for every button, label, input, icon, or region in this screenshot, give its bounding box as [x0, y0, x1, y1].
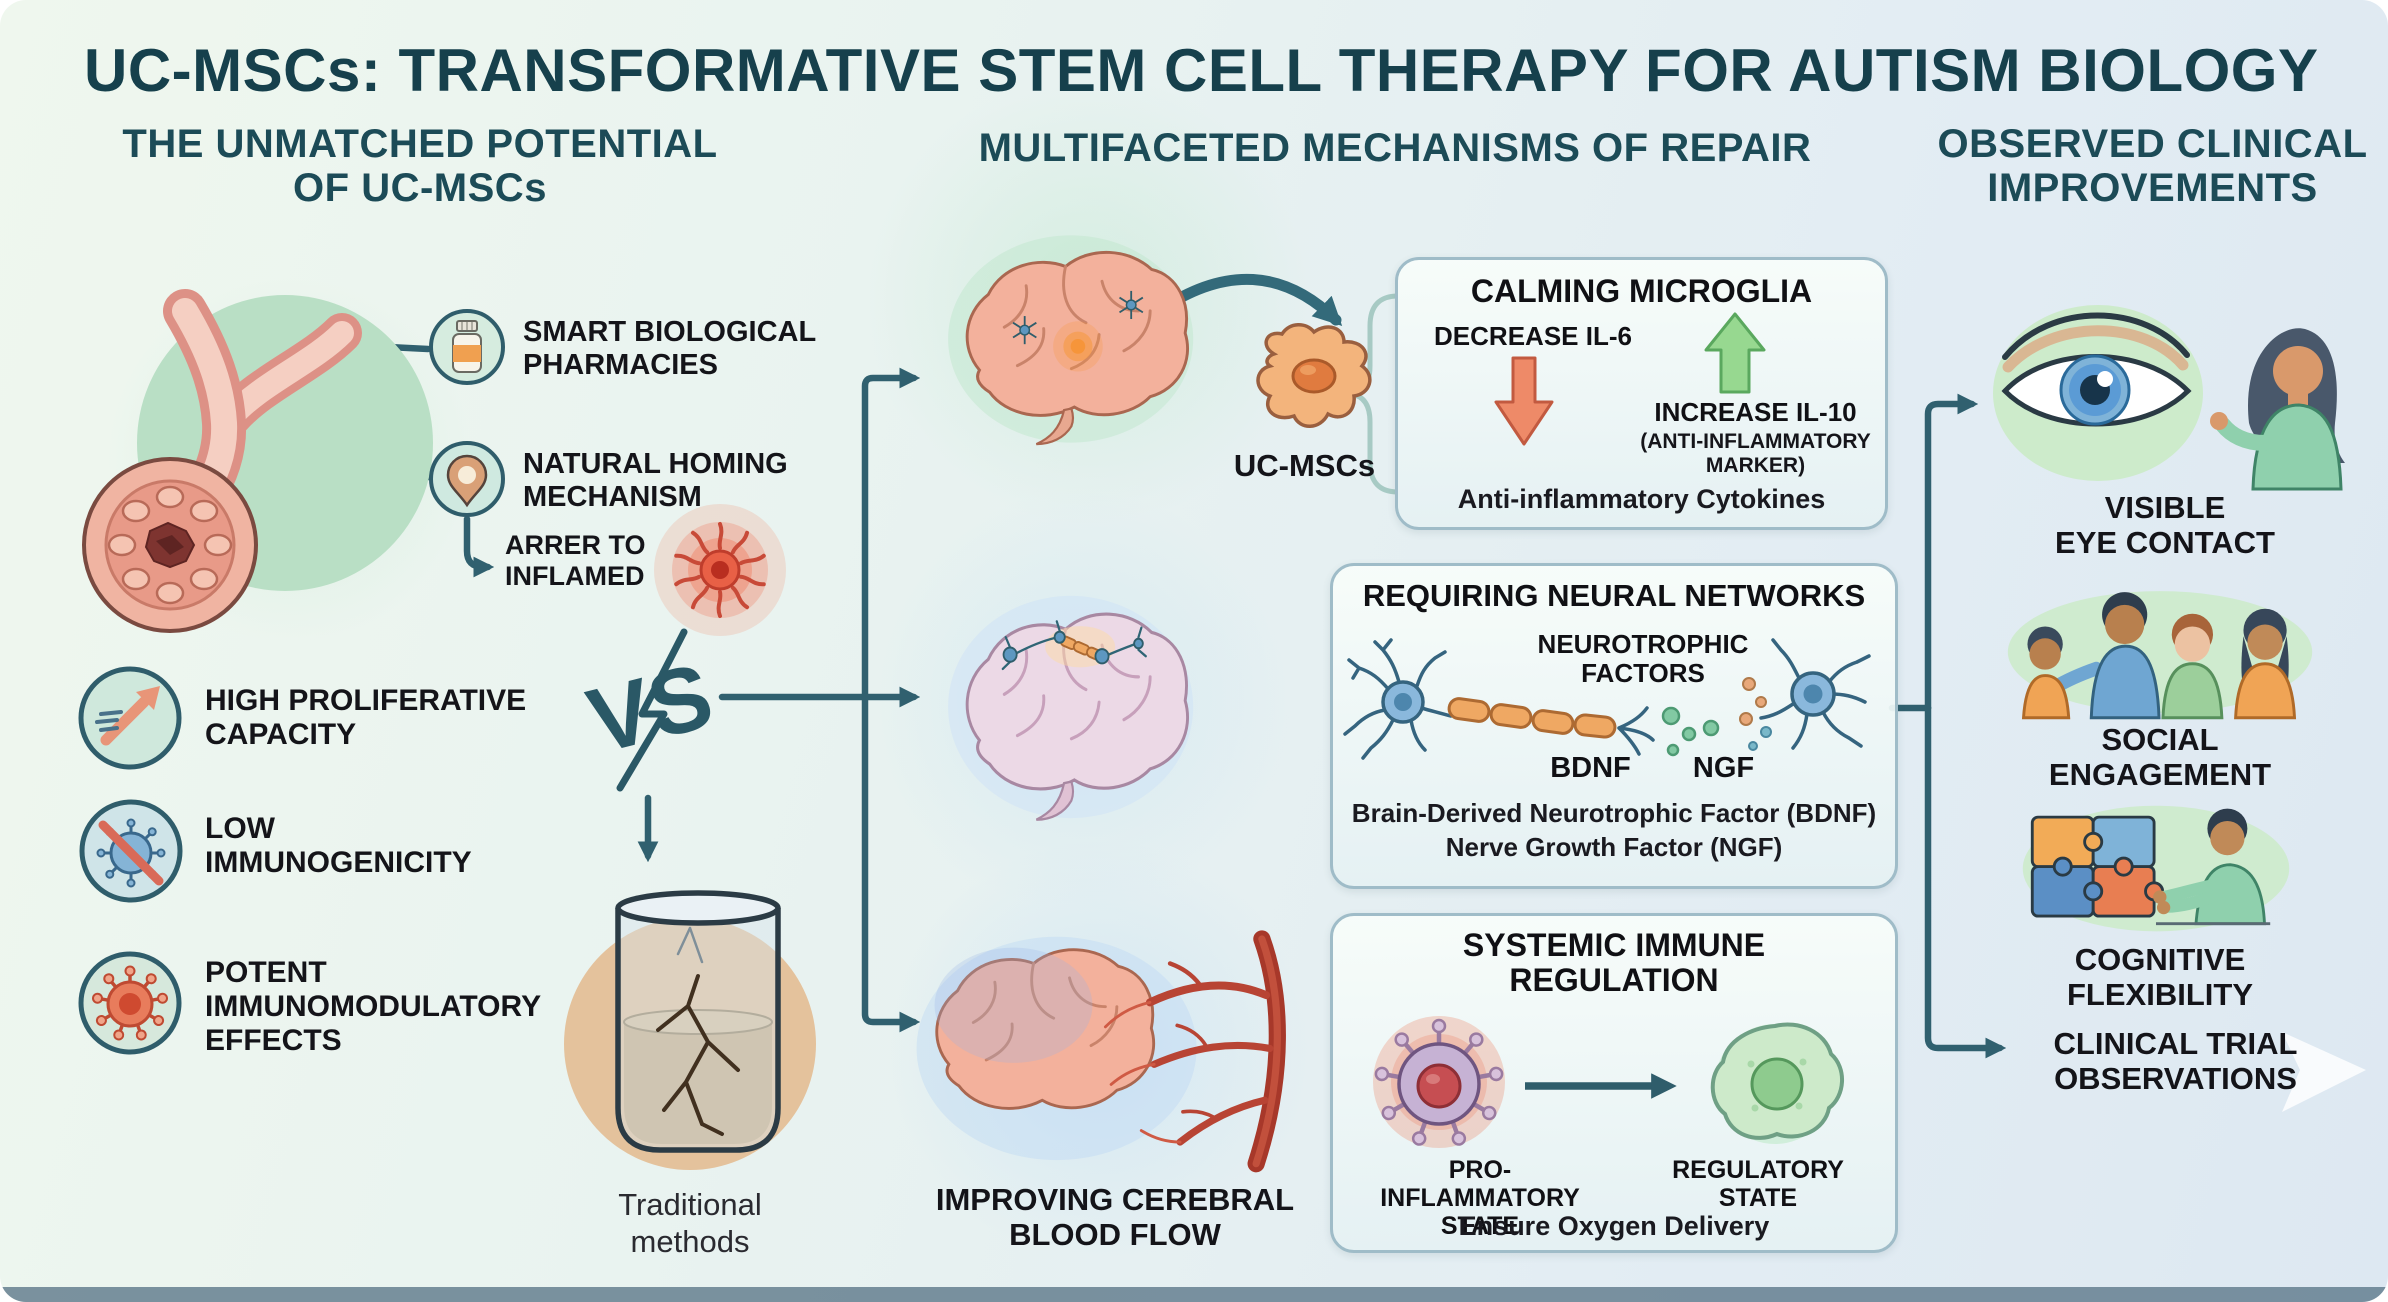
page-title: UC-MSCs: TRANSFORMATIVE STEM CELL THERAP…: [84, 37, 2319, 104]
neural-networks-box: REQUIRING NEURAL NETWORKS: [1330, 563, 1898, 889]
neurons-illustration: [1343, 638, 1871, 760]
umbilical-cord-illustration: [82, 289, 433, 633]
people-group-icon: [2021, 592, 2297, 720]
eye-contact-label: VISIBLE EYE CONTACT: [2055, 490, 2275, 561]
feature-immunogenicity-label: LOW IMMUNOGENICITY: [205, 812, 472, 879]
regulatory-cell-icon: [1710, 1022, 1845, 1140]
callout-inflamed-label: ARRER TO INFLAMED: [505, 530, 646, 591]
vs-label: VS: [578, 644, 722, 773]
brain-blood-flow-illustration: [916, 930, 1286, 1173]
calming-microglia-box: CALMING MICROGLIA DECREASE IL-6 INCREASE…: [1395, 257, 1888, 530]
immune-box-title: SYSTEMIC IMMUNE REGULATION: [1462, 927, 1766, 999]
branch-arrow-brain1: [861, 367, 921, 701]
ngf-full-name: Nerve Growth Factor (NGF): [1445, 832, 1783, 862]
growth-arrow-icon: [78, 666, 182, 770]
inflamed-cell-icon: [654, 504, 786, 636]
neurotrophic-factors-label: NEUROTROPHIC FACTORS: [1537, 629, 1749, 689]
immune-regulation-box: SYSTEMIC IMMUNE REGULATION: [1330, 913, 1898, 1253]
lightning-bolt-icon: [616, 628, 688, 792]
regulatory-label: REGULATORY STATE: [1672, 1156, 1844, 1212]
decrease-il6-label: DECREASE IL-6: [1434, 321, 1632, 351]
middle-column-header: MULTIFACETED MECHANISMS OF REPAIR: [978, 126, 1812, 170]
immune-box-footer: Ensure Oxygen Delivery: [1458, 1211, 1770, 1241]
callout-pharmacies-label: SMART BIOLOGICAL PHARMACIES: [523, 316, 817, 381]
increase-arrow-icon: [1704, 312, 1766, 394]
virus-icon: [78, 951, 182, 1055]
decrease-arrow-icon: [1494, 356, 1554, 446]
pin-to-inflamed-arrow: [463, 515, 495, 578]
cracked-beaker-illustration: [564, 890, 816, 1170]
feature-immunomodulatory-label: POTENT IMMUNOMODULATORY EFFECTS: [205, 956, 542, 1057]
brain-neural-illustration: [948, 595, 1194, 821]
calming-box-title: CALMING MICROGLIA: [1470, 273, 1813, 309]
social-engagement-label: SOCIAL ENGAGEMENT: [2048, 722, 2272, 793]
pro-inflammatory-label: PRO-INFLAMMATORY STATE: [1380, 1156, 1580, 1240]
ngf-label: NGF: [1692, 752, 1755, 784]
bdnf-label: BDNF: [1550, 752, 1631, 784]
brain-microglia-illustration: [948, 235, 1194, 446]
no-virus-icon: [79, 799, 183, 903]
ucmsc-cell-icon: [1256, 323, 1372, 428]
person-figure: [2153, 808, 2271, 926]
social-engagement-illustration: [2007, 591, 2313, 720]
right-column-arrow-top: [1924, 393, 1979, 712]
puzzle-icon: [2030, 815, 2165, 918]
person-figure: [2210, 328, 2345, 491]
bdnf-full-name: Brain-Derived Neurotrophic Factor (BDNF): [1351, 798, 1877, 828]
eye-icon: [2001, 312, 2192, 427]
increase-il10-sub-label: (ANTI-INFLAMMATORY MARKER): [1640, 430, 1871, 477]
blood-flow-label: IMPROVING CEREBRAL BLOOD FLOW: [935, 1182, 1295, 1253]
left-column-header: THE UNMATCHED POTENTIAL OF UC-MSCs: [122, 122, 718, 210]
callout-homing-label: NATURAL HOMING MECHANISM: [523, 448, 788, 513]
calming-box-footer: Anti-inflammatory Cytokines: [1457, 484, 1826, 514]
eye-contact-illustration: [1993, 305, 2345, 491]
pill-bottle-icon: [429, 309, 505, 385]
traditional-methods-label: Traditional methods: [618, 1187, 762, 1260]
cognitive-flexibility-label: COGNITIVE FLEXIBILITY: [2067, 942, 2253, 1013]
cognitive-flexibility-illustration: [2022, 805, 2290, 932]
neural-box-title: REQUIRING NEURAL NETWORKS: [1362, 578, 1866, 613]
right-column-header: OBSERVED CLINICAL IMPROVEMENTS: [1937, 122, 2368, 210]
ucmscs-label: UC-MSCs: [1233, 448, 1376, 483]
bottom-band: [0, 1287, 2388, 1302]
clinical-trial-label: CLINICAL TRIAL OBSERVATIONS: [2053, 1026, 2298, 1097]
immune-cells-illustration: [1373, 1016, 1845, 1148]
location-pin-icon: [429, 441, 505, 517]
increase-il10-label: INCREASE IL-10: [1654, 397, 1857, 427]
pro-inflammatory-cell-icon: [1374, 1018, 1504, 1146]
vs-badge: VS: [578, 628, 722, 792]
right-column-arrow-bottom: [1924, 704, 2007, 1059]
branch-arrow-brain3: [861, 693, 921, 1033]
feature-proliferative-label: HIGH PROLIFERATIVE CAPACITY: [205, 684, 527, 751]
